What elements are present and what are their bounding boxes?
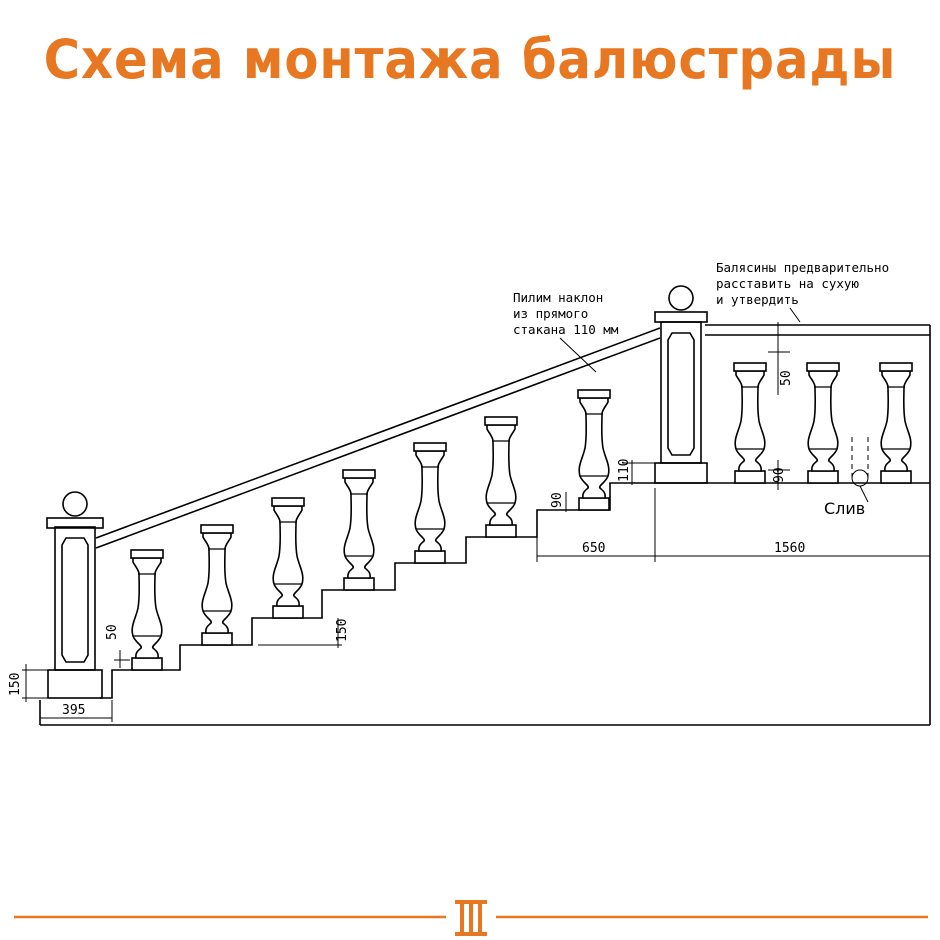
drain-icon — [851, 437, 869, 503]
dim-step-gap: 90 — [550, 492, 580, 512]
svg-text:стакана 110 мм: стакана 110 мм — [513, 322, 619, 337]
stair-balusters — [130, 389, 611, 671]
page-title: Схема монтажа балюстрады — [43, 28, 897, 91]
svg-text:расставить на сухую: расставить на сухую — [716, 276, 859, 291]
svg-text:395: 395 — [62, 703, 85, 718]
dim-post-width: 395 — [40, 700, 113, 722]
svg-text:Балясины предварительно: Балясины предварительно — [716, 260, 889, 275]
dim-landing: 1560 — [655, 541, 930, 557]
svg-text:150: 150 — [335, 619, 350, 642]
svg-text:650: 650 — [582, 541, 605, 556]
svg-text:1560: 1560 — [774, 541, 805, 556]
landing-balusters — [733, 362, 913, 484]
dim-top-step: 650 — [536, 488, 656, 562]
dim-landing-bottom: 90 — [768, 460, 790, 490]
dim-landing-top: 50 — [768, 322, 794, 395]
svg-text:150: 150 — [8, 673, 23, 696]
ground-line — [39, 325, 931, 726]
note-cut-slope: Пилим наклон из прямого стакана 110 мм — [513, 290, 619, 373]
dim-gap-low: 50 — [105, 624, 130, 668]
note-dry-fit: Балясины предварительно расставить на су… — [716, 260, 889, 323]
lower-post — [46, 491, 104, 699]
dim-step: 150 — [258, 618, 350, 648]
handrail — [95, 327, 661, 549]
upper-post — [654, 285, 708, 484]
drain-label: Слив — [824, 499, 865, 518]
svg-text:110: 110 — [617, 459, 632, 482]
balustrade-icon — [455, 900, 487, 936]
svg-text:Пилим наклон: Пилим наклон — [513, 290, 603, 305]
dim-top-glass: 110 — [617, 459, 656, 485]
svg-text:90: 90 — [550, 492, 565, 508]
svg-text:50: 50 — [105, 624, 120, 640]
svg-text:50: 50 — [779, 370, 794, 386]
svg-text:90: 90 — [772, 467, 787, 483]
svg-text:и утвердить: и утвердить — [716, 292, 799, 307]
dim-post-height: 150 — [8, 664, 48, 702]
svg-text:из прямого: из прямого — [513, 306, 588, 321]
